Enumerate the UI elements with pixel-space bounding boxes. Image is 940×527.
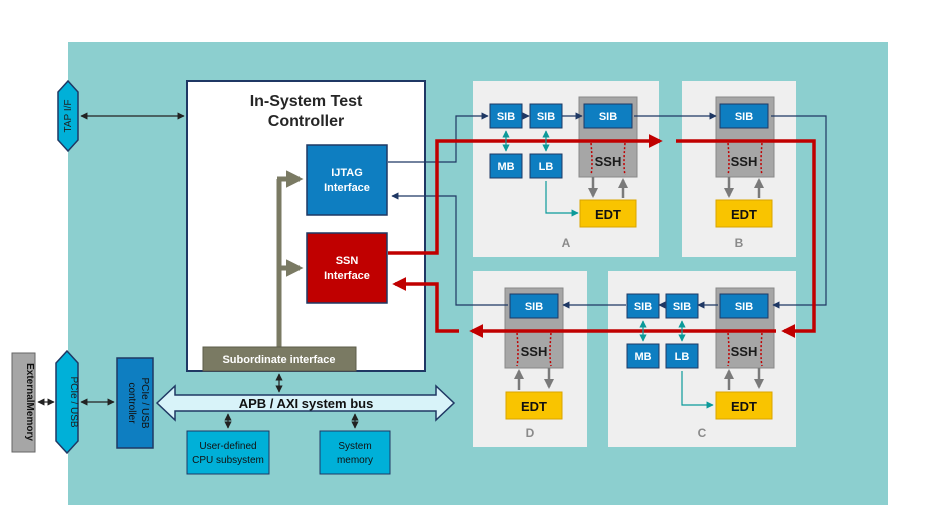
core-c-edt-label: EDT xyxy=(731,399,757,414)
teal-connectors xyxy=(502,130,714,409)
core-c-lb xyxy=(665,343,699,369)
core-a-sib-2-label: SIB xyxy=(537,111,555,123)
system-memory-line1: System xyxy=(338,441,371,452)
core-c-mb-label: MB xyxy=(634,351,651,363)
tap-interface xyxy=(57,79,79,153)
ijtag-scan-path xyxy=(388,112,827,309)
core-a-label: A xyxy=(562,236,571,250)
core-b-label: B xyxy=(735,236,744,250)
controller-title-line2: Controller xyxy=(268,113,344,130)
core-c-mb xyxy=(626,343,660,369)
cpu-subsystem-line1: User-defined xyxy=(199,441,256,452)
core-d-edt xyxy=(505,391,563,420)
ssh-edt-connectors xyxy=(514,177,764,390)
ijtag-interface xyxy=(306,144,388,216)
core-b-edt xyxy=(715,199,773,228)
core-c-label: C xyxy=(698,426,707,440)
subordinate-connector xyxy=(276,170,304,347)
ssn-label-line1: SSN xyxy=(336,255,359,267)
core-a-lb-label: LB xyxy=(539,161,554,173)
ssn-interface xyxy=(306,232,388,304)
core-c-sib-2 xyxy=(665,293,699,319)
core-b-ssh-sib xyxy=(719,103,769,129)
pcie-controller-label-line2: controller xyxy=(126,382,137,424)
core-a-ssh-sib-label: SIB xyxy=(599,111,617,123)
core-d-edt-label: EDT xyxy=(521,399,547,414)
ijtag-label-line2: Interface xyxy=(324,182,370,194)
pcie-controller xyxy=(116,357,154,449)
pcie-label: PCIe / USB xyxy=(68,376,79,427)
core-a-sib-1 xyxy=(489,103,523,129)
core-c-ssh-label: SSH xyxy=(731,344,758,359)
system-memory-line2: memory xyxy=(337,455,373,466)
core-a-edt-label: EDT xyxy=(595,207,621,222)
core-c-sib-1-label: SIB xyxy=(634,301,652,313)
pcie-controller-label-line1: PCIe / USB xyxy=(139,377,150,428)
subordinate-interface xyxy=(202,346,357,372)
core-b-ssh-sib-label: SIB xyxy=(735,111,753,123)
core-a-mb xyxy=(489,153,523,179)
core-a-sib-2 xyxy=(529,103,563,129)
core-a-lb xyxy=(529,153,563,179)
core-d-ssh-sib-label: SIB xyxy=(525,301,543,313)
core-a-edt xyxy=(579,199,637,228)
system-bus-label: APB / AXI system bus xyxy=(239,396,374,411)
external-memory-label: ExternalMemory xyxy=(24,363,35,441)
ssn-label-line2: Interface xyxy=(324,270,370,282)
core-c-edt xyxy=(715,391,773,420)
core-a-mb-label: MB xyxy=(497,161,514,173)
core-a-ssh-label: SSH xyxy=(595,154,622,169)
core-d-ssh-label: SSH xyxy=(521,344,548,359)
subordinate-label: Subordinate interface xyxy=(222,354,335,366)
core-c-ssh-sib xyxy=(719,293,769,319)
controller-title-line1: In-System Test xyxy=(250,93,363,110)
ijtag-label-line1: IJTAG xyxy=(331,167,363,179)
core-c-ssh-sib-label: SIB xyxy=(735,301,753,313)
core-b-edt-label: EDT xyxy=(731,207,757,222)
core-a-sib-1-label: SIB xyxy=(497,111,515,123)
core-c-lb-label: LB xyxy=(675,351,690,363)
system-memory xyxy=(319,430,391,475)
system-bus xyxy=(155,384,456,422)
tap-label: TAP I/F xyxy=(63,100,74,133)
core-b-ssh-label: SSH xyxy=(731,154,758,169)
pcie-interface xyxy=(55,349,79,455)
cpu-subsystem xyxy=(186,430,270,475)
core-c-sib-1 xyxy=(626,293,660,319)
core-c-sib-2-label: SIB xyxy=(673,301,691,313)
external-memory xyxy=(11,352,36,453)
core-a-ssh-sib xyxy=(583,103,633,129)
core-d-ssh-sib xyxy=(509,293,559,319)
controller-box xyxy=(186,80,426,372)
core-d-label: D xyxy=(526,426,535,440)
cpu-subsystem-line2: CPU subsystem xyxy=(192,455,264,466)
